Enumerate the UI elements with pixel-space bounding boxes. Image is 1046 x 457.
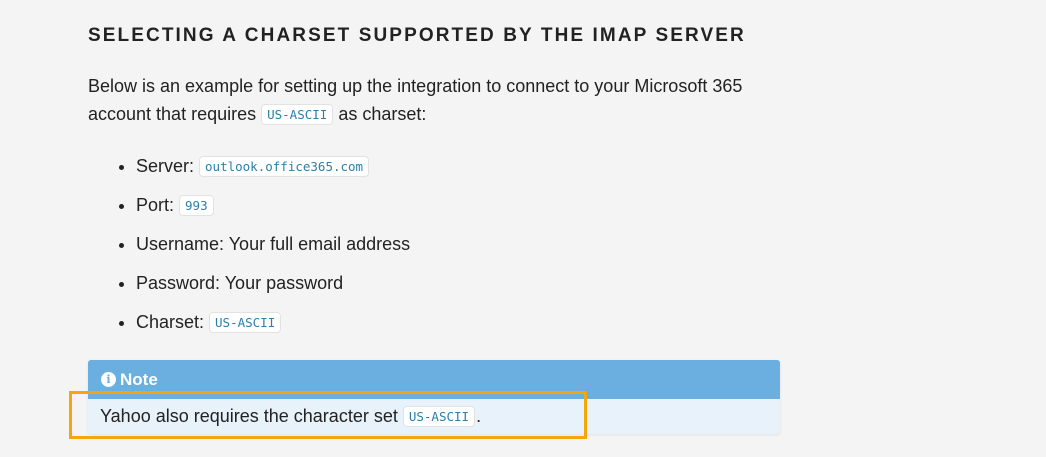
- username-label: Username: Your full email address: [136, 234, 411, 254]
- note-callout: i Note Yahoo also requires the character…: [88, 360, 780, 434]
- intro-paragraph: Below is an example for setting up the i…: [88, 72, 768, 129]
- charset-value: US-ASCII: [209, 312, 282, 333]
- note-header: i Note: [88, 360, 780, 399]
- intro-text: Below is an example for setting up the i…: [88, 76, 743, 124]
- info-icon: i: [101, 372, 116, 387]
- port-label: Port:: [136, 195, 180, 215]
- server-label: Server:: [136, 156, 200, 176]
- section-title: SELECTING A CHARSET SUPPORTED BY THE IMA…: [88, 25, 746, 46]
- list-item-server: Server: outlook.office365.com: [136, 148, 410, 187]
- note-body: Yahoo also requires the character set US…: [88, 399, 780, 434]
- note-text-end: .: [476, 406, 482, 426]
- password-label: Password: Your password: [136, 273, 344, 293]
- server-value: outlook.office365.com: [199, 156, 370, 177]
- note-code: US-ASCII: [402, 406, 476, 427]
- list-item-username: Username: Your full email address: [136, 226, 410, 265]
- list-item-charset: Charset: US-ASCII: [136, 304, 410, 343]
- inline-code-charset: US-ASCII: [261, 104, 334, 125]
- charset-label: Charset:: [136, 312, 210, 332]
- port-value: 993: [179, 195, 214, 216]
- note-title: Note: [120, 369, 158, 389]
- intro-text-end: as charset:: [333, 104, 427, 124]
- settings-list: Server: outlook.office365.com Port: 993 …: [88, 148, 410, 343]
- list-item-password: Password: Your password: [136, 265, 410, 304]
- list-item-port: Port: 993: [136, 187, 410, 226]
- note-text: Yahoo also requires the character set: [100, 406, 398, 426]
